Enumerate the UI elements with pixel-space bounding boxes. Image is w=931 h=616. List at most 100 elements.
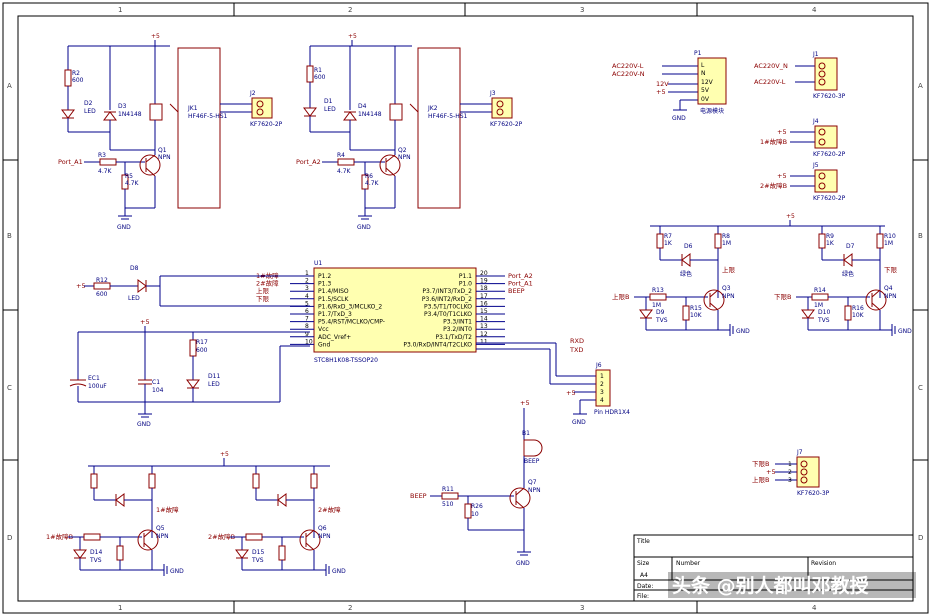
svg-text:3: 3	[788, 477, 792, 484]
svg-text:D4: D4	[358, 103, 367, 110]
svg-text:D7: D7	[846, 243, 855, 250]
svg-text:绿色: 绿色	[842, 270, 854, 278]
mcu-pin-number: 17	[480, 293, 488, 300]
svg-text:+5: +5	[777, 172, 787, 180]
svg-text:R13: R13	[652, 287, 664, 294]
svg-text:600: 600	[72, 77, 84, 84]
svg-text:2#故障B: 2#故障B	[760, 181, 787, 190]
border-column-labels: 1 2 3 4 1 2 3 4	[118, 6, 817, 612]
led-icon	[115, 493, 125, 507]
row-label-right: B	[918, 232, 923, 240]
net-label: 上限B	[612, 292, 629, 301]
mcu-pin-name: P3.2/INT0	[443, 326, 472, 333]
svg-text:STC8H1K08-TSSOP20: STC8H1K08-TSSOP20	[314, 357, 378, 364]
mcu-pin-number: 15	[480, 308, 488, 315]
svg-text:600: 600	[96, 291, 108, 298]
resistor	[90, 473, 98, 489]
svg-text:KF7620-3P: KF7620-3P	[813, 93, 846, 100]
svg-text:KF7620-3P: KF7620-3P	[797, 490, 830, 497]
svg-text:R16: R16	[852, 305, 864, 312]
svg-text:1M: 1M	[884, 240, 893, 247]
resistor	[682, 305, 690, 321]
svg-text:HF46F-5-HS1: HF46F-5-HS1	[188, 113, 228, 120]
svg-text:1: 1	[600, 373, 604, 380]
mcu-pin-number: 7	[305, 316, 309, 323]
mcu-pin-number: 8	[305, 323, 309, 330]
svg-text:Pin HDR1X4: Pin HDR1X4	[594, 409, 630, 416]
mcu-pin-name: P3.3/INT1	[443, 319, 472, 326]
svg-text:Q7: Q7	[528, 479, 537, 486]
mcu-pin-name: P3.1/TxD/T2	[435, 334, 472, 341]
mcu-pin-number: 2	[305, 278, 309, 285]
net-label: 下限B	[774, 292, 791, 301]
mcu-pin-name: P1.4/MISO	[318, 288, 349, 295]
tvs-diode-icon	[235, 549, 249, 559]
svg-text:Q2: Q2	[398, 147, 407, 154]
terminal-j2	[251, 97, 273, 119]
net-label: 上限	[722, 265, 736, 274]
mcu-pin-name: P1.0	[459, 281, 472, 288]
watermark-text: 头条 @别人都叫邓教授	[672, 574, 870, 597]
mcu-pin-name: P5.4/RST/MCLKO/CMP-	[318, 319, 385, 326]
svg-text:J3: J3	[489, 90, 496, 97]
resistor	[278, 545, 286, 561]
led-icon	[277, 493, 287, 507]
svg-text:J4: J4	[812, 118, 819, 125]
svg-text:KF7620-2P: KF7620-2P	[490, 121, 523, 128]
svg-text:5V: 5V	[701, 87, 710, 94]
resistor	[714, 233, 722, 249]
svg-text:J5: J5	[812, 162, 819, 169]
svg-text:R9: R9	[826, 233, 834, 240]
led-icon	[303, 107, 317, 117]
svg-text:NPN: NPN	[156, 533, 169, 540]
resistor	[844, 305, 852, 321]
svg-text:NPN: NPN	[884, 293, 897, 300]
mcu-net-label: 上限	[256, 286, 270, 295]
mcu-net-label: Port_A2	[508, 272, 533, 280]
row-label-right: A	[918, 82, 923, 90]
title-block: Title Size A4 Number Revision Date: File…	[633, 534, 914, 602]
col-label-bottom: 1	[118, 604, 122, 612]
svg-text:AC220V-N: AC220V-N	[612, 70, 645, 78]
relay-contact-box	[417, 47, 461, 209]
mcu-pin-number: 9	[305, 331, 309, 338]
led-icon	[61, 109, 75, 119]
svg-text:2: 2	[600, 381, 604, 388]
svg-text:12V: 12V	[656, 80, 669, 88]
svg-text:R2: R2	[72, 70, 80, 77]
resistor-r2	[64, 69, 72, 87]
row-label-right: D	[918, 534, 923, 542]
svg-text:R6: R6	[365, 173, 373, 180]
mcu-pin-name: P3.4/T0/T1CLKO	[424, 311, 472, 318]
col-label-bottom: 2	[348, 604, 352, 612]
led-icon	[186, 379, 200, 389]
svg-text:LED: LED	[324, 106, 336, 113]
svg-text:1M: 1M	[652, 302, 661, 309]
svg-text:GND: GND	[516, 560, 530, 567]
svg-text:12V: 12V	[701, 79, 714, 86]
svg-text:A4: A4	[640, 572, 648, 579]
watermark-bg	[668, 572, 916, 598]
svg-text:AC220V_N: AC220V_N	[754, 62, 788, 70]
mcu-pin-name: P3.0/RxD/INT4/T2CLKO	[403, 341, 472, 348]
svg-text:R17: R17	[196, 339, 208, 346]
svg-text:D2: D2	[84, 100, 93, 107]
svg-text:GND: GND	[332, 568, 346, 575]
svg-text:1N4148: 1N4148	[358, 111, 382, 118]
mcu-pin-name: P1.7/TxD_3	[318, 311, 352, 318]
svg-text:Size: Size	[637, 560, 650, 567]
svg-text:R14: R14	[814, 287, 826, 294]
svg-text:R11: R11	[442, 486, 454, 493]
relay-contact-box	[177, 47, 221, 209]
svg-text:J7: J7	[796, 449, 803, 456]
svg-text:J2: J2	[249, 90, 256, 97]
mcu-pin-number: 11	[480, 338, 488, 345]
svg-text:TVS: TVS	[251, 557, 264, 564]
terminal-j5	[814, 169, 838, 193]
connector-j4: +5 1#故障B J4 KF7620-2P	[760, 118, 846, 158]
